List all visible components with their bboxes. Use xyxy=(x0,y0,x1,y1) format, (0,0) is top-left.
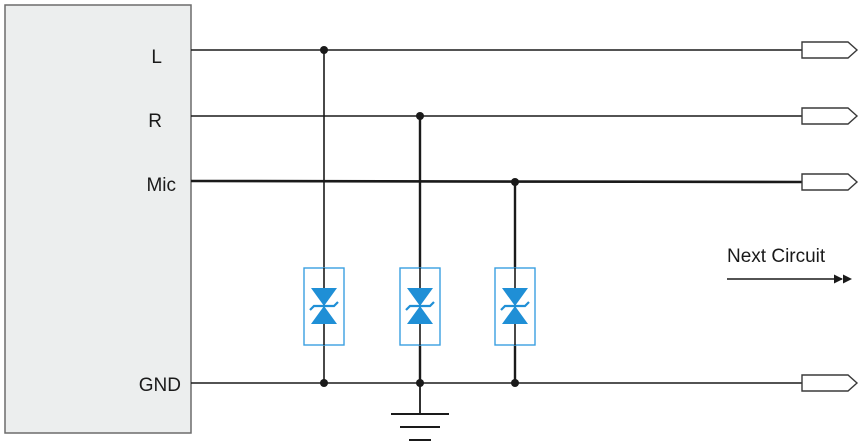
next-circuit-label: Next Circuit xyxy=(727,246,826,267)
output-connector-l xyxy=(801,41,859,59)
connector-block xyxy=(4,4,192,434)
tvs-diode-r xyxy=(399,267,441,346)
output-connector-gnd xyxy=(801,374,859,392)
wire-mic xyxy=(190,179,803,184)
output-connector-r xyxy=(801,107,859,125)
output-connector-mic xyxy=(801,173,859,191)
junction-dot xyxy=(511,178,519,186)
junction-dot xyxy=(416,112,424,120)
junction-dot xyxy=(511,379,519,387)
next-circuit-arrow-icon xyxy=(727,274,852,284)
ground-symbol-icon xyxy=(391,383,449,441)
pin-label-r: R xyxy=(148,111,162,132)
pin-label-mic: Mic xyxy=(146,175,176,196)
tvs-diode-l xyxy=(303,267,345,346)
junction-dot xyxy=(320,379,328,387)
junction-dot xyxy=(320,46,328,54)
pin-label-l: L xyxy=(151,47,162,68)
pin-label-gnd: GND xyxy=(139,375,181,396)
tvs-diode-mic xyxy=(494,267,536,346)
